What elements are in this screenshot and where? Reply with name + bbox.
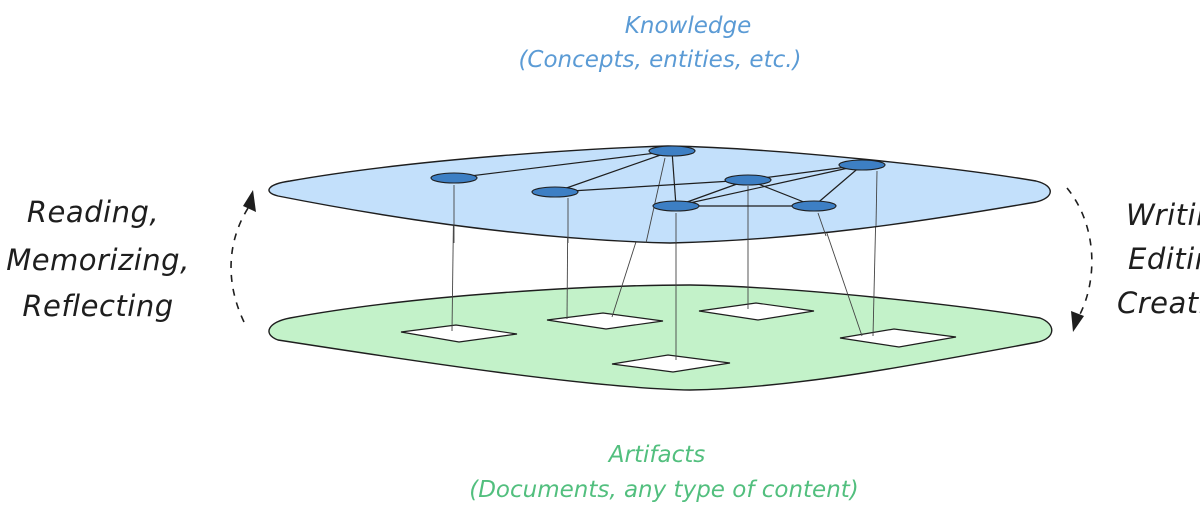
right-process-line-1: Writing, [1126,198,1200,232]
link-line [817,212,827,237]
right-down-arrow-icon [1066,187,1093,332]
document-4 [839,328,957,348]
artifacts-title: Artifacts [607,442,705,468]
graph-node [724,174,772,186]
right-process-label: Writing, Editing, Creating [1117,198,1200,320]
graph-edge [554,150,673,193]
graph-edge [675,164,863,207]
left-up-arrow-icon [230,190,256,323]
document-1 [400,324,518,343]
knowledge-plane [268,145,1051,244]
graph-node [791,200,837,212]
left-process-line-3: Reflecting [22,289,173,323]
graph-node [652,200,700,212]
graph-node [430,172,478,184]
layer-links-top [453,157,878,244]
document-2 [546,312,664,330]
knowledge-subtitle: (Concepts, entities, etc.) [518,47,801,73]
artifacts-plane [268,284,1053,391]
right-process-line-3: Creating [1117,286,1200,320]
right-process-line-2: Editing, [1128,242,1200,276]
knowledge-graph-nodes [430,145,886,212]
graph-node [648,145,696,157]
graph-node [838,159,886,171]
graph-edge [813,164,863,207]
left-process-line-1: Reading, [27,195,159,229]
knowledge-title: Knowledge [625,13,751,39]
link-line [645,157,666,244]
graph-node [531,186,579,198]
graph-edge [453,150,673,179]
artifacts-subtitle: (Documents, any type of content) [469,477,859,503]
document-3 [698,302,815,321]
left-process-line-2: Memorizing, [6,243,190,277]
graph-edge [671,150,677,207]
document-5 [611,354,731,373]
link-line [875,170,878,227]
graph-edge [554,179,749,193]
left-process-label: Reading, Memorizing, Reflecting [6,195,190,323]
